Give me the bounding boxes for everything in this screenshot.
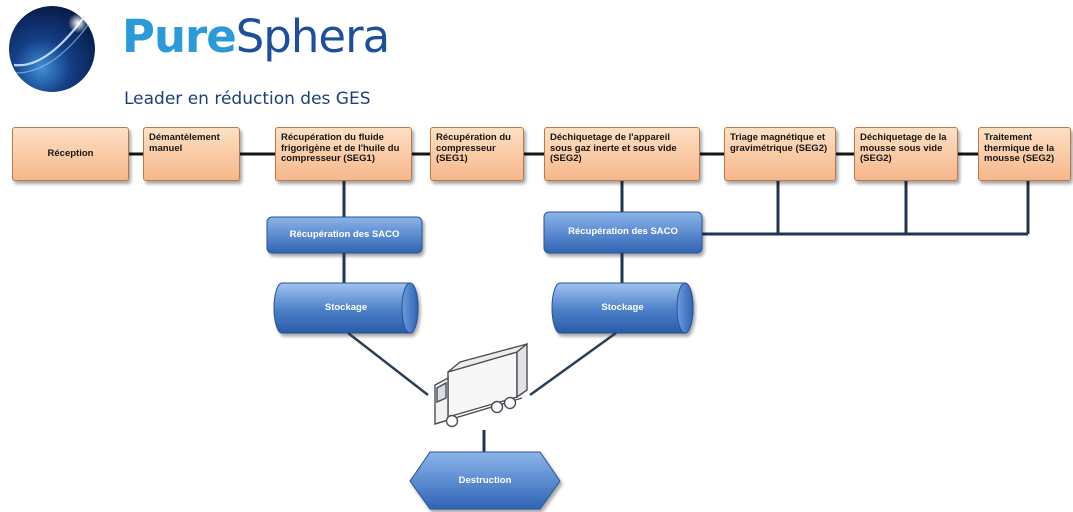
storage-label-right: Stockage xyxy=(601,302,644,313)
brand-name-part1: Pure xyxy=(122,10,237,63)
step-fluid-recovery-label: Récupération du fluide frigorigène et de… xyxy=(281,132,400,165)
step-reception: Réception xyxy=(12,127,129,181)
brand-name-part2: Sphera xyxy=(235,10,390,63)
storage-label-left: Stockage xyxy=(324,302,368,313)
line-right-storage-truck xyxy=(529,331,617,397)
step-foam-shredding-label: Déchiquetage de la mousse sous vide (SEG… xyxy=(860,132,947,165)
step-dismantling-label: Démantèlement manuel xyxy=(149,132,220,154)
puresphera-logo-icon xyxy=(9,6,95,92)
line-left-storage-truck xyxy=(347,332,429,396)
storage-cylinder-right xyxy=(551,282,694,334)
step-foam-shredding: Déchiquetage de la mousse sous vide (SEG… xyxy=(854,127,958,181)
brand-tagline: Leader en réduction des GES xyxy=(124,89,371,109)
step-sorting-label: Triage magnétique et gravimétrique (SEG2… xyxy=(730,132,828,154)
step-dismantling: Démantèlement manuel xyxy=(143,127,240,181)
recovery-label-left: Récupération des SACO xyxy=(289,229,400,240)
brand-name: PureSphera xyxy=(122,14,390,59)
step-shredding: Déchiquetage de l'appareil sous gaz iner… xyxy=(544,127,700,181)
step-reception-label: Réception xyxy=(47,147,94,159)
step-thermal-treatment: Traitement thermique de la mousse (SEG2) xyxy=(978,127,1071,181)
truck-icon xyxy=(434,342,528,428)
step-compressor-recovery-label: Récupération du compresseur (SEG1) xyxy=(436,132,511,165)
step-shredding-label: Déchiquetage de l'appareil sous gaz iner… xyxy=(550,132,677,165)
step-compressor-recovery: Récupération du compresseur (SEG1) xyxy=(430,127,524,181)
destruction-label: Destruction xyxy=(458,475,512,486)
step-thermal-treatment-label: Traitement thermique de la mousse (SEG2) xyxy=(984,132,1055,165)
destruction-hexagon xyxy=(409,451,561,510)
storage-cylinder-left xyxy=(273,282,419,334)
step-fluid-recovery: Récupération du fluide frigorigène et de… xyxy=(275,127,412,181)
recovery-label-right: Récupération des SACO xyxy=(568,226,678,237)
step-sorting: Triage magnétique et gravimétrique (SEG2… xyxy=(724,127,836,181)
